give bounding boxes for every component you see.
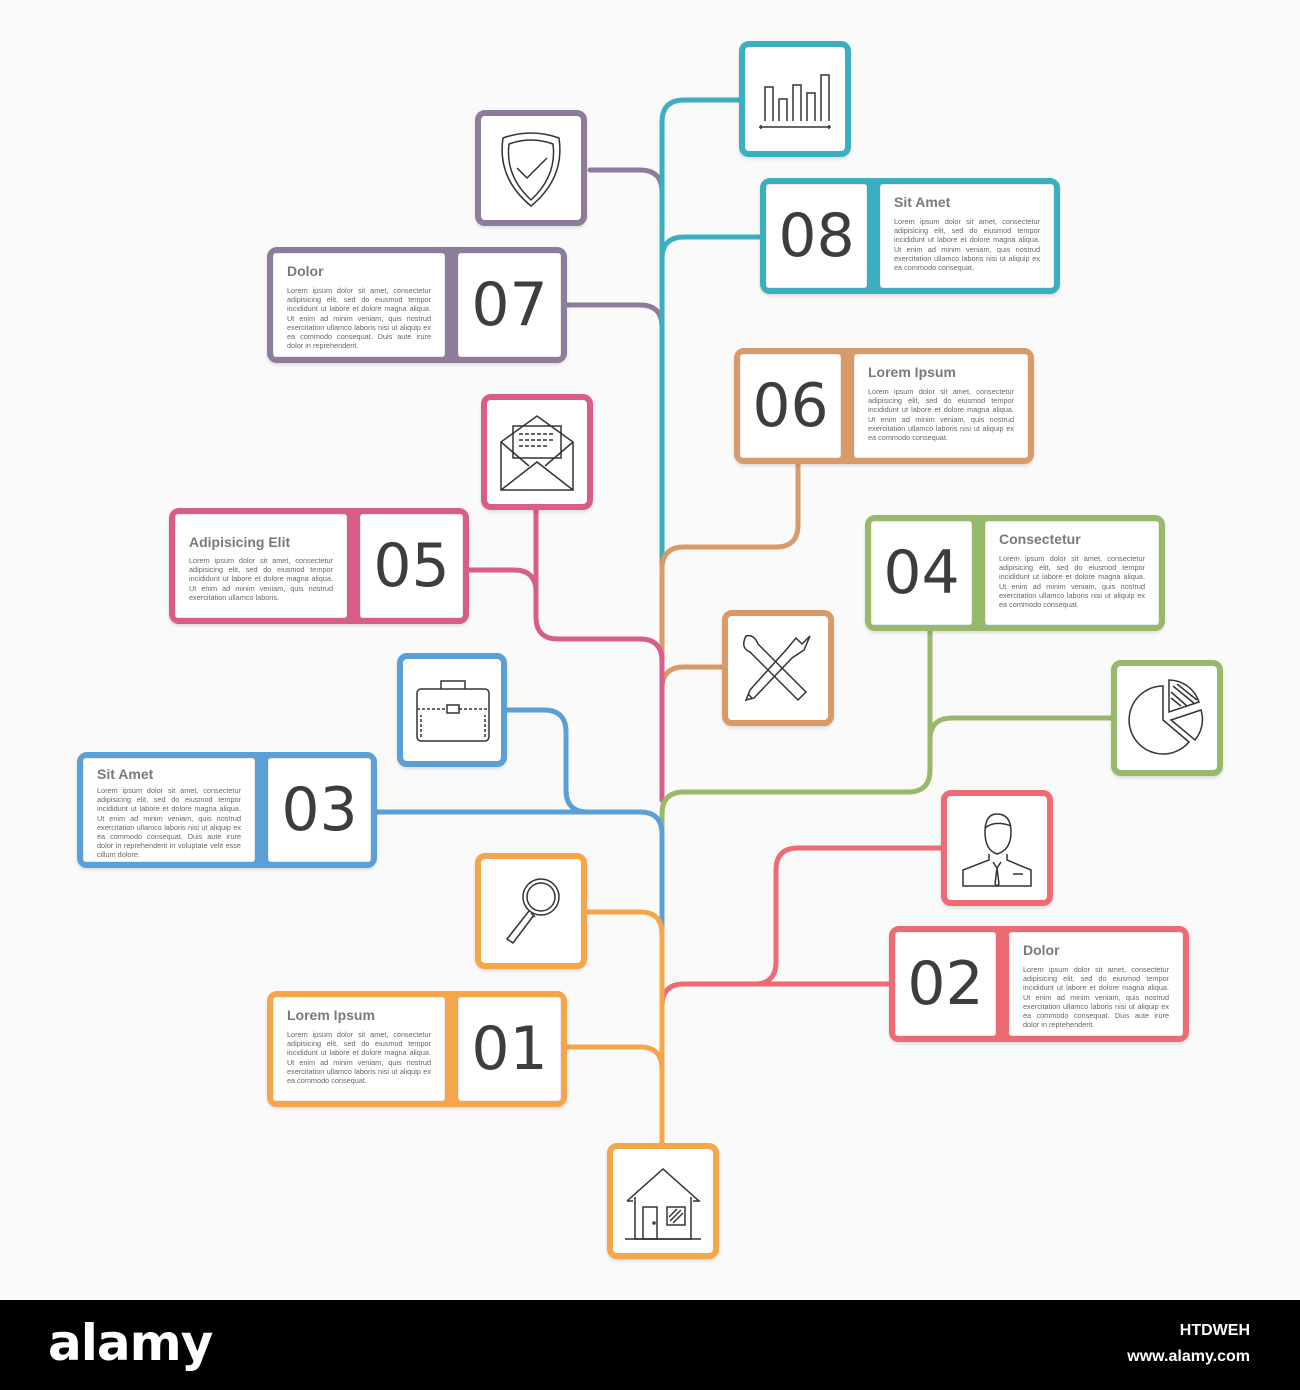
step-text-panel: Lorem Ipsum Lorem ipsum dolor sit amet, …	[854, 354, 1028, 458]
step-card-05: Adipisicing Elit Lorem ipsum dolor sit a…	[169, 508, 469, 624]
house-icon-box	[607, 1143, 719, 1259]
connector-pink	[533, 505, 665, 803]
bar-chart-icon	[759, 74, 831, 129]
step-number: 08	[766, 184, 867, 288]
pie-chart-icon	[1128, 679, 1204, 755]
step-card-02: 02 Dolor Lorem ipsum dolor sit amet, con…	[889, 926, 1189, 1042]
step-title: Adipisicing Elit	[189, 534, 291, 550]
shield-check-icon	[501, 132, 561, 207]
person-icon-box	[941, 790, 1053, 906]
step-number: 05	[360, 514, 463, 618]
step-text-panel: Sit Amet Lorem ipsum dolor sit amet, con…	[83, 758, 255, 862]
step-card-01: Lorem Ipsum Lorem ipsum dolor sit amet, …	[267, 991, 567, 1107]
tree-diagram: Lorem Ipsum Lorem ipsum dolor sit amet, …	[77, 41, 1223, 1259]
tools-icon	[743, 634, 811, 702]
connector-green-pie	[927, 715, 1118, 743]
step-number: 07	[458, 253, 561, 357]
step-description: Lorem ipsum dolor sit amet, consectetur …	[287, 286, 431, 351]
magnifier-icon-box	[475, 853, 587, 969]
step-text-panel: Lorem Ipsum Lorem ipsum dolor sit amet, …	[273, 997, 445, 1101]
step-description: Lorem ipsum dolor sit amet, consectetur …	[894, 217, 1040, 273]
connector-tan	[659, 459, 801, 803]
step-description: Lorem ipsum dolor sit amet, consectetur …	[189, 556, 333, 602]
connector-purple-07	[559, 302, 665, 330]
step-title: Lorem Ipsum	[287, 1007, 375, 1023]
briefcase-icon-box	[397, 653, 507, 767]
shield-check-icon-box	[475, 110, 587, 226]
step-title: Consectetur	[999, 531, 1081, 547]
step-number: 04	[871, 521, 972, 625]
tools-icon-box	[722, 610, 834, 726]
step-number: 01	[458, 997, 561, 1101]
house-icon	[625, 1167, 701, 1240]
image-id: HTDWEH	[1179, 1322, 1250, 1339]
step-description: Lorem ipsum dolor sit amet, consectetur …	[97, 786, 241, 860]
step-description: Lorem ipsum dolor sit amet, consectetur …	[868, 387, 1014, 443]
step-description: Lorem ipsum dolor sit amet, consectetur …	[999, 554, 1145, 610]
step-title: Lorem Ipsum	[868, 364, 956, 380]
connector-teal	[659, 97, 743, 793]
step-text-panel: Sit Amet Lorem ipsum dolor sit amet, con…	[880, 184, 1054, 288]
step-card-03: Sit Amet Lorem ipsum dolor sit amet, con…	[77, 752, 377, 868]
step-number: 02	[895, 932, 996, 1036]
footer-bar: alamy HTDWEH www.alamy.com	[0, 1300, 1300, 1390]
step-description: Lorem ipsum dolor sit amet, consectetur …	[287, 1030, 431, 1086]
step-title: Sit Amet	[894, 194, 951, 210]
step-text-panel: Consectetur Lorem ipsum dolor sit amet, …	[985, 521, 1159, 625]
step-title: Dolor	[1023, 942, 1060, 958]
step-title: Dolor	[287, 263, 324, 279]
step-card-08: 08 Sit Amet Lorem ipsum dolor sit amet, …	[760, 178, 1060, 294]
step-title: Sit Amet	[97, 766, 154, 782]
brand-logo: alamy	[48, 1314, 213, 1372]
pie-chart-icon-box	[1111, 660, 1223, 776]
connector-blue	[502, 707, 665, 933]
step-number: 06	[740, 354, 841, 458]
site-url: www.alamy.com	[1127, 1348, 1250, 1365]
person-icon	[962, 813, 1032, 888]
step-text-panel: Dolor Lorem ipsum dolor sit amet, consec…	[273, 253, 445, 357]
step-card-04: 04 Consectetur Lorem ipsum dolor sit ame…	[865, 515, 1165, 631]
connector-orange-01	[559, 1044, 665, 1072]
step-text-panel: Adipisicing Elit Lorem ipsum dolor sit a…	[175, 514, 347, 618]
connector-orange	[582, 909, 665, 1151]
step-card-07: Dolor Lorem ipsum dolor sit amet, consec…	[267, 247, 567, 363]
connector-lines	[372, 97, 1118, 1151]
connector-teal-08	[659, 234, 768, 262]
envelope-icon	[500, 415, 574, 491]
briefcase-icon	[416, 680, 490, 742]
step-text-panel: Dolor Lorem ipsum dolor sit amet, consec…	[1009, 932, 1183, 1036]
step-description: Lorem ipsum dolor sit amet, consectetur …	[1023, 965, 1169, 1030]
step-number: 03	[268, 758, 371, 862]
magnifier-icon	[505, 878, 560, 945]
step-card-06: 06 Lorem Ipsum Lorem ipsum dolor sit ame…	[734, 348, 1034, 464]
connector-green	[659, 625, 933, 903]
connector-purple	[587, 167, 665, 783]
envelope-icon-box	[481, 394, 593, 510]
connector-coral	[659, 845, 947, 1053]
connector-pink-05	[463, 567, 539, 595]
connector-tan-tools	[659, 664, 728, 692]
bar-chart-icon-box	[739, 41, 851, 157]
